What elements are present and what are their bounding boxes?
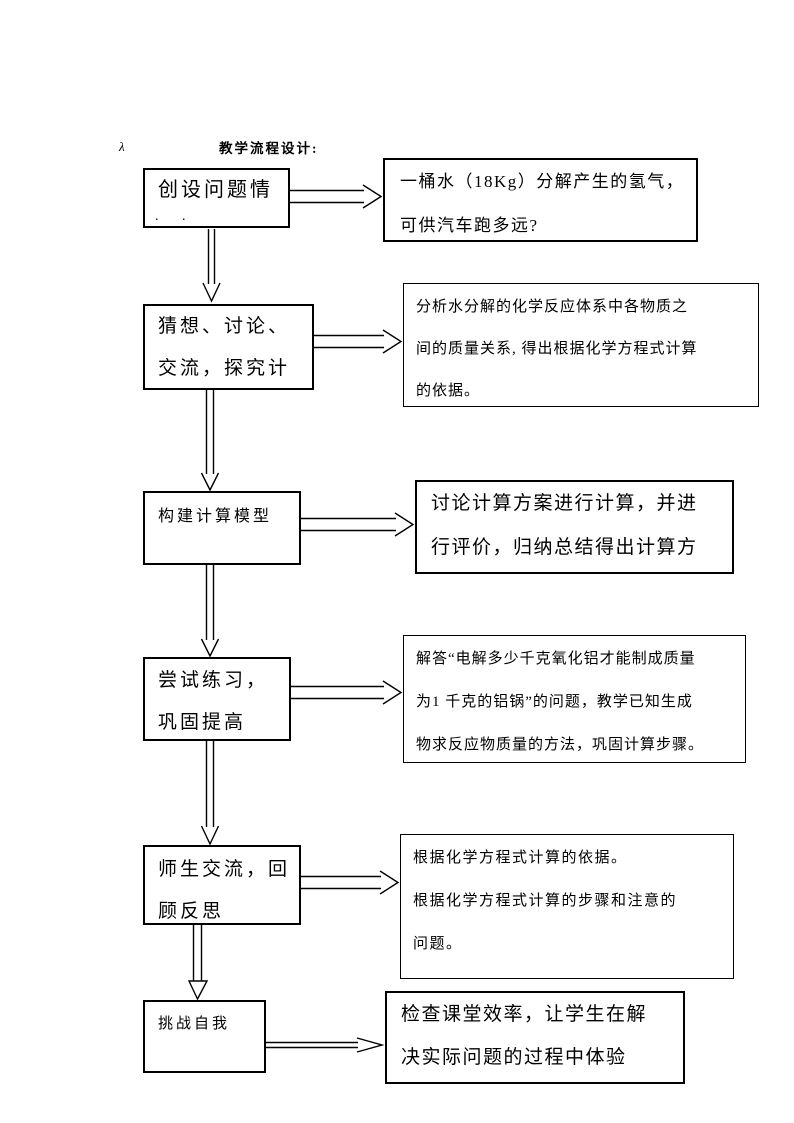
flow-step-3-box: 构建计算模型: [143, 491, 301, 565]
flow-step-2-desc-line1: 分析水分解的化学反应体系中各物质之: [416, 299, 689, 315]
flow-step-4-label-line2: 巩固提高: [158, 712, 247, 733]
down-arrow-icon: [200, 741, 220, 846]
flow-step-1-desc-line1: 一桶水（18Kg）分解产生的氢气，: [400, 172, 685, 191]
flow-step-5-desc-line1: 根据化学方程式计算的依据。: [413, 850, 628, 866]
flow-step-2-box: 猜想、讨论、 交流，探究计: [143, 304, 314, 390]
flow-step-1-desc-box: 一桶水（18Kg）分解产生的氢气， 可供汽车跑多远?: [383, 158, 698, 242]
flow-step-4-label-line1: 尝试练习，: [158, 670, 269, 691]
flow-step-4-desc-line1: 解答“电解多少千克氧化铝才能制成质量: [416, 651, 696, 667]
flow-step-5-desc-box: 根据化学方程式计算的依据。 根据化学方程式计算的步骤和注意的 问题。: [400, 834, 734, 979]
flow-step-3-desc-box: 讨论计算方案进行计算，并进 行评价，归纳总结得出计算方: [415, 480, 734, 574]
flow-step-3-desc-line2: 行评价，归纳总结得出计算方: [431, 537, 698, 558]
right-arrow-icon: [301, 512, 415, 537]
page-title: 教学流程设计:: [219, 141, 319, 156]
flow-step-4-box: 尝试练习， 巩固提高: [143, 657, 291, 741]
flow-step-2-label-line1: 猜想、讨论、: [158, 316, 291, 337]
right-arrow-icon: [301, 870, 400, 895]
flow-step-1-desc-line2: 可供汽车跑多远?: [400, 216, 539, 235]
flow-step-2-desc-line3: 的依据。: [416, 383, 481, 399]
flow-step-4-desc-line2: 为1 千克的铝锅”的问题，教学已知生成: [416, 694, 693, 710]
flow-step-6-label: 挑战自我: [158, 1016, 231, 1032]
flow-step-4-desc-box: 解答“电解多少千克氧化铝才能制成质量 为1 千克的铝锅”的问题，教学已知生成 物…: [403, 635, 746, 763]
flow-step-2-desc-box: 分析水分解的化学反应体系中各物质之 间的质量关系, 得出根据化学方程式计算 的依…: [403, 283, 759, 407]
flow-step-5-label-line1: 师生交流，回: [158, 859, 291, 880]
flow-step-5-desc-line3: 问题。: [413, 936, 463, 952]
down-arrow-icon: [200, 390, 220, 492]
down-arrow-icon: [200, 565, 220, 658]
flow-step-3-desc-line1: 讨论计算方案进行计算，并进: [431, 493, 698, 514]
flow-step-1-clipped-text: . .: [155, 209, 196, 224]
flow-step-2-desc-line2: 间的质量关系, 得出根据化学方程式计算: [416, 341, 698, 357]
flow-step-1-box: 创设问题情 . .: [143, 168, 290, 228]
right-arrow-icon: [290, 184, 383, 209]
flow-step-4-desc-line3: 物求反应物质量的方法，巩固计算步骤。: [416, 737, 705, 753]
flow-step-6-box: 挑战自我: [143, 1000, 266, 1073]
right-arrow-icon: [266, 1037, 385, 1053]
flow-step-5-desc-line2: 根据化学方程式计算的步骤和注意的: [413, 893, 678, 909]
down-arrow-icon: [202, 229, 221, 303]
lambda-symbol: λ: [119, 139, 125, 154]
flow-step-1-label: 创设问题情: [158, 179, 273, 201]
right-arrow-icon: [291, 680, 403, 705]
right-arrow-icon: [314, 329, 403, 354]
flow-step-2-label-line2: 交流，探究计: [158, 358, 291, 379]
flow-step-6-desc-line2: 决实际问题的过程中体验: [401, 1047, 627, 1068]
flow-step-6-desc-box: 检查课堂效率，让学生在解 决实际问题的过程中体验: [385, 991, 685, 1084]
flow-step-5-label-line2: 顾反思: [158, 901, 225, 922]
flow-step-6-desc-line1: 检查课堂效率，让学生在解: [401, 1004, 648, 1025]
down-arrow-icon: [187, 923, 209, 1001]
flow-step-5-box: 师生交流，回 顾反思: [143, 845, 301, 925]
flow-step-3-label: 构建计算模型: [158, 508, 273, 525]
